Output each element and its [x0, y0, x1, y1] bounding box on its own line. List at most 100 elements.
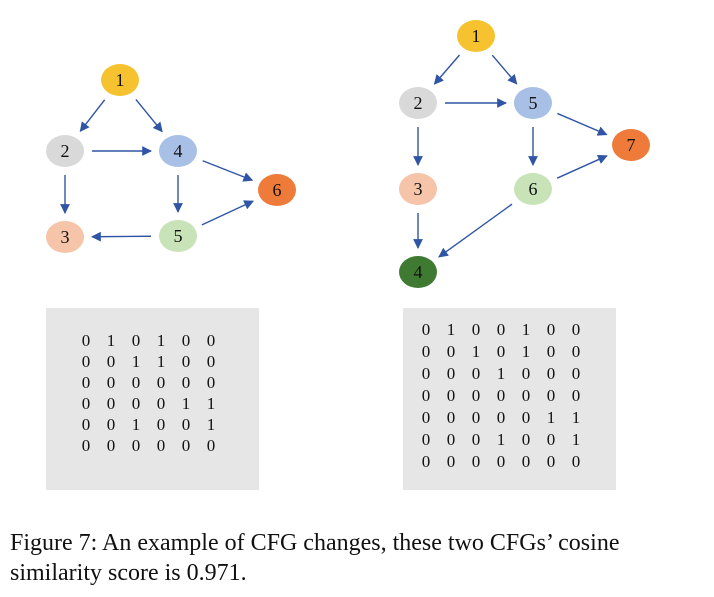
matrix-cell: 1 — [521, 320, 531, 339]
right-node-2: 2 — [399, 87, 437, 119]
right-node-2-shape — [399, 87, 437, 119]
matrix-cell: 0 — [471, 386, 481, 405]
matrix-cell: 0 — [471, 408, 481, 427]
matrix-cell: 0 — [81, 331, 91, 350]
left-node-6: 6 — [258, 174, 296, 206]
matrix-cell: 0 — [181, 415, 191, 434]
right-node-1-label: 1 — [472, 26, 481, 46]
matrix-cell: 0 — [156, 436, 166, 455]
left-node-5: 5 — [159, 220, 197, 252]
matrix-cell: 0 — [131, 436, 141, 455]
matrix-cell: 0 — [546, 342, 556, 361]
matrix-cell: 1 — [571, 430, 581, 449]
matrix-cell: 0 — [471, 320, 481, 339]
matrix-cell: 1 — [106, 331, 116, 350]
left-node-3-label: 3 — [61, 227, 70, 247]
right-node-5-shape — [514, 87, 552, 119]
matrix-cell: 0 — [546, 364, 556, 383]
matrix-cell: 0 — [81, 373, 91, 392]
matrix-cell: 0 — [546, 430, 556, 449]
matrix-cell: 0 — [521, 408, 531, 427]
matrix-cell: 0 — [571, 364, 581, 383]
matrix-cell: 0 — [156, 415, 166, 434]
matrix-cell: 0 — [181, 352, 191, 371]
matrix-cell: 1 — [546, 408, 556, 427]
matrix-cell: 0 — [496, 408, 506, 427]
right-node-5: 5 — [514, 87, 552, 119]
matrix-cell: 1 — [206, 415, 216, 434]
matrix-cell: 0 — [81, 352, 91, 371]
matrix-cell: 1 — [156, 352, 166, 371]
left-node-2-label: 2 — [61, 141, 70, 161]
matrix-cell: 0 — [81, 394, 91, 413]
right-node-4: 4 — [399, 256, 437, 288]
matrix-cell: 1 — [521, 342, 531, 361]
matrix-cell: 0 — [521, 386, 531, 405]
right-edge-5-to-7 — [557, 112, 608, 136]
matrix-cell: 0 — [446, 408, 456, 427]
matrix-cell: 0 — [206, 331, 216, 350]
matrix-cell: 0 — [446, 342, 456, 361]
matrix-cell: 0 — [181, 373, 191, 392]
matrix-cell: 0 — [421, 342, 431, 361]
matrix-cell: 0 — [471, 364, 481, 383]
matrix-cell: 0 — [521, 430, 531, 449]
left-node-5-shape — [159, 220, 197, 252]
left-node-3-shape — [46, 221, 84, 253]
matrix-cell: 1 — [496, 430, 506, 449]
right-edge-1-to-2 — [433, 54, 461, 85]
left-node-4-label: 4 — [174, 141, 183, 161]
right-node-5-label: 5 — [529, 93, 538, 113]
matrix-cell: 0 — [206, 436, 216, 455]
matrix-cell: 1 — [156, 331, 166, 350]
left-edge-1-to-4 — [135, 98, 163, 133]
matrix-cell: 1 — [181, 394, 191, 413]
matrix-cell: 1 — [446, 320, 456, 339]
matrix-cell: 0 — [571, 320, 581, 339]
right-edge-6-to-7 — [556, 154, 608, 179]
matrix-cell: 0 — [421, 408, 431, 427]
matrix-cell: 0 — [421, 386, 431, 405]
matrix-cell: 0 — [81, 436, 91, 455]
matrix-cell: 0 — [421, 364, 431, 383]
left-node-3: 3 — [46, 221, 84, 253]
matrix-cell: 0 — [546, 386, 556, 405]
matrix-cell: 0 — [106, 352, 116, 371]
matrix-cell: 0 — [131, 373, 141, 392]
left-node-6-shape — [258, 174, 296, 206]
matrix-cell: 0 — [446, 386, 456, 405]
matrix-cell: 0 — [446, 452, 456, 471]
right-node-6-label: 6 — [529, 179, 538, 199]
matrix-cell: 0 — [106, 436, 116, 455]
matrix-cell: 0 — [571, 342, 581, 361]
matrix-cell: 0 — [181, 331, 191, 350]
right-node-7: 7 — [612, 129, 650, 161]
matrix-cell: 0 — [421, 430, 431, 449]
matrix-cell: 0 — [446, 430, 456, 449]
matrix-cell: 0 — [571, 386, 581, 405]
right-node-7-label: 7 — [627, 135, 636, 155]
matrix-cell: 1 — [471, 342, 481, 361]
matrix-cell: 0 — [546, 320, 556, 339]
right-node-3-label: 3 — [414, 179, 423, 199]
matrix-cell: 0 — [421, 320, 431, 339]
left-edge-5-to-3 — [91, 231, 152, 242]
matrix-cell: 0 — [546, 452, 556, 471]
left-edge-4-to-6 — [202, 160, 254, 182]
right-node-1: 1 — [457, 20, 495, 52]
matrix-cell: 1 — [131, 352, 141, 371]
matrix-cell: 0 — [521, 452, 531, 471]
matrix-cell: 0 — [156, 373, 166, 392]
matrix-cell: 0 — [131, 394, 141, 413]
matrix-cell: 0 — [206, 352, 216, 371]
matrix-cell: 0 — [471, 430, 481, 449]
matrix-cell: 0 — [131, 331, 141, 350]
right-edge-1-to-5 — [491, 54, 518, 85]
left-node-4-shape — [159, 135, 197, 167]
matrix-cell: 0 — [496, 386, 506, 405]
left-node-6-label: 6 — [273, 180, 282, 200]
